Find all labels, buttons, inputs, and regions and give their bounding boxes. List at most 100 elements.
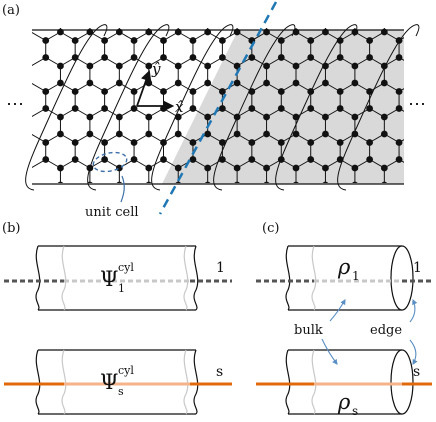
lattice-site	[174, 62, 182, 70]
lattice-site	[234, 181, 240, 183]
lattice-site	[351, 79, 359, 87]
lattice-site	[366, 156, 374, 163]
lattice-site	[71, 88, 79, 95]
lattice-bond	[399, 7, 414, 16]
lattice-site	[263, 130, 270, 138]
lattice-site	[145, 113, 153, 121]
lattice-site	[204, 62, 212, 70]
lattice-site	[71, 37, 79, 44]
unit-cell-pointer	[120, 175, 125, 203]
lattice-bond	[2, 32, 17, 41]
lattice-bond	[222, 211, 237, 220]
lattice-site	[307, 54, 315, 61]
lattice-bond	[267, 185, 282, 194]
lattice-site	[71, 156, 79, 163]
lattice-bond	[311, 185, 326, 194]
lattice-bond	[429, 32, 436, 41]
lattice-site	[115, 62, 123, 70]
svg-text:1: 1	[118, 282, 125, 295]
lattice-bond	[208, 7, 223, 16]
lattice-site	[189, 156, 197, 163]
lattice-site	[174, 130, 182, 138]
lattice-site	[86, 79, 94, 87]
wraparound-curve	[87, 24, 170, 191]
lattice-site	[233, 130, 241, 138]
lattice-bond	[399, 185, 414, 194]
rho-1-label: ρ 1	[337, 255, 360, 283]
lattice-site	[57, 62, 64, 70]
lattice-site	[130, 54, 138, 61]
lattice-site	[248, 139, 256, 146]
lattice-site	[351, 62, 359, 70]
lattice-bond	[46, 185, 61, 194]
edge-arrow-down	[409, 339, 418, 365]
lattice-site	[71, 105, 79, 112]
lattice-site	[366, 37, 374, 44]
lattice-site	[42, 54, 50, 61]
lattice-site	[115, 130, 123, 138]
lattice-bond	[0, 58, 2, 67]
lattice-site	[366, 139, 374, 146]
lattice-site	[86, 130, 94, 138]
lattice-bond	[208, 211, 223, 220]
lattice-bond	[105, 7, 120, 16]
lattice-site	[189, 54, 197, 61]
lattice-bond	[2, 160, 17, 169]
lattice-bond	[46, 211, 61, 220]
lattice-site	[174, 79, 182, 87]
lattice-bond	[164, 211, 179, 220]
lattice-bond	[429, 185, 436, 194]
lattice-site	[395, 88, 403, 95]
lattice-site	[101, 88, 109, 95]
unit-cell-marker	[92, 151, 128, 173]
lattice-site	[307, 105, 315, 112]
lattice-site	[292, 130, 300, 138]
svg-text:s: s	[352, 404, 358, 418]
lattice-site	[57, 130, 64, 138]
lattice-bond	[75, 7, 90, 16]
lattice-bond	[414, 134, 429, 143]
lattice-site	[277, 139, 285, 146]
lattice-site	[292, 164, 300, 172]
lattice-bond	[2, 134, 17, 143]
lattice-site	[101, 139, 109, 146]
lattice-bond	[222, 7, 237, 16]
lattice-site	[130, 37, 138, 44]
lattice-site	[218, 37, 226, 44]
density-s-side-label: s	[413, 364, 420, 380]
lattice-bond	[325, 7, 340, 16]
lattice-bond	[193, 211, 208, 220]
panel-a-label: (a)	[2, 3, 20, 18]
lattice-bond	[414, 185, 429, 194]
lattice-bond	[0, 185, 2, 194]
lattice-bond	[75, 185, 90, 194]
lattice-site	[115, 164, 123, 172]
lattice-bond	[296, 211, 311, 220]
lattice-site	[145, 130, 153, 138]
lattice-site	[86, 113, 94, 121]
lattice-site	[204, 164, 212, 172]
svg-text:cyl: cyl	[118, 364, 134, 377]
lattice-site	[380, 130, 388, 138]
lattice-site	[130, 139, 138, 146]
lattice-bond	[119, 185, 134, 194]
lattice-bond	[164, 7, 179, 16]
y-axis-arrow	[136, 69, 152, 107]
lattice-site	[57, 164, 64, 172]
lattice-bond	[252, 211, 267, 220]
lattice-bond	[16, 211, 31, 220]
lattice-bond	[237, 7, 252, 16]
lattice-bond	[414, 211, 429, 220]
lattice-site	[292, 62, 300, 70]
lattice-site	[189, 105, 197, 112]
lattice-site	[42, 105, 50, 112]
lattice-site	[204, 113, 212, 121]
lattice-bond	[252, 7, 267, 16]
lattice-bond	[149, 211, 164, 220]
lattice-site	[248, 54, 256, 61]
lattice-site	[336, 54, 344, 61]
lattice-bond	[178, 211, 193, 220]
edge-arrow-up	[409, 298, 418, 323]
lattice-site	[366, 105, 374, 112]
lattice-site	[116, 181, 123, 183]
